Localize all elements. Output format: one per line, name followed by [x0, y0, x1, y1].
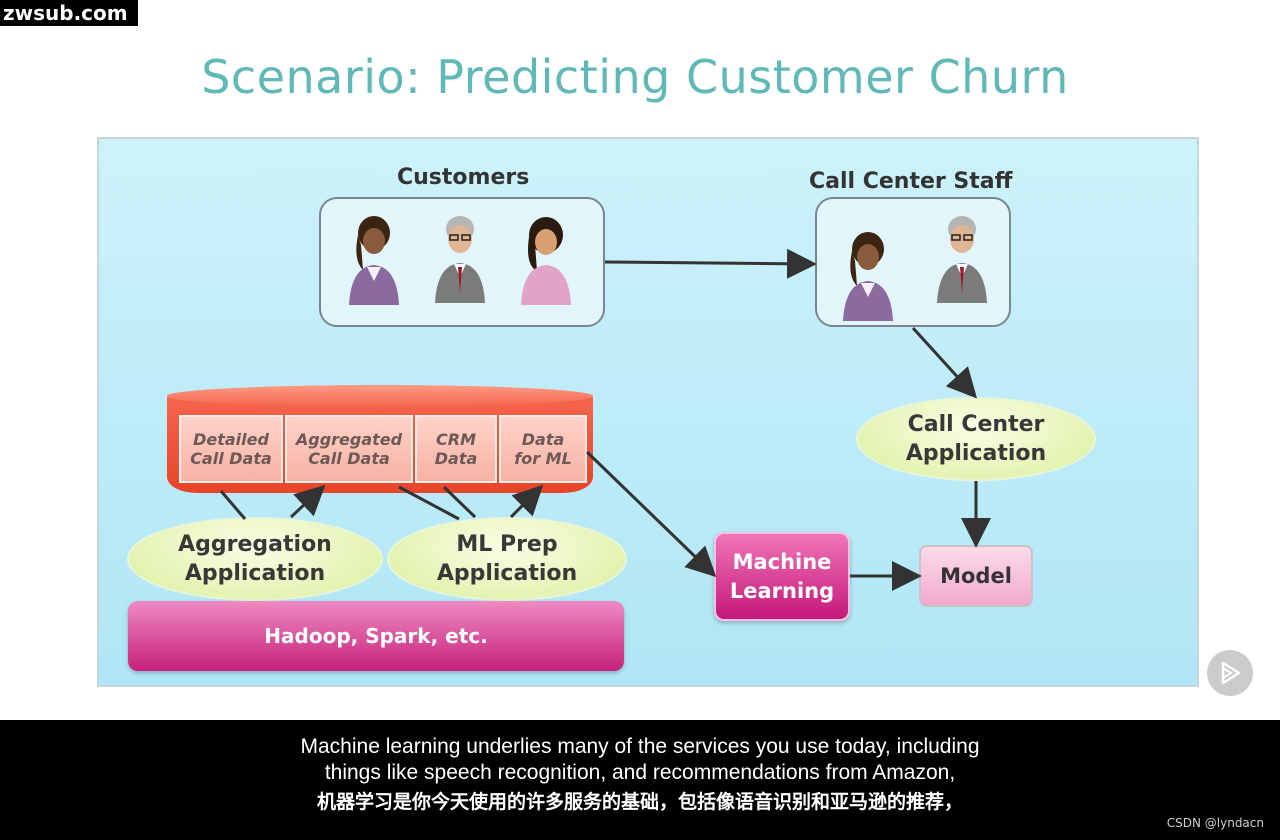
slide-title: Scenario: Predicting Customer Churn	[0, 50, 1270, 104]
flow-arrows	[99, 139, 1201, 689]
arrow-icon	[605, 262, 811, 264]
arrow-icon	[913, 328, 973, 394]
subtitle-line: things like speech recognition, and reco…	[0, 761, 1280, 785]
csdn-credit: CSDN @lyndacn	[1167, 816, 1264, 830]
churn-diagram: Customers Call Center Staff	[97, 137, 1199, 687]
site-watermark: zwsub.com	[0, 0, 138, 26]
subtitle-line: Machine learning underlies many of the s…	[0, 735, 1280, 759]
play-icon	[1217, 660, 1243, 686]
arrow-icon	[587, 452, 712, 573]
play-button[interactable]	[1207, 650, 1253, 696]
arrow-icon	[221, 491, 245, 519]
subtitle-line-chinese: 机器学习是你今天使用的许多服务的基础，包括像语音识别和亚马逊的推荐，	[0, 787, 1280, 814]
arrow-icon	[511, 489, 539, 517]
arrow-icon	[291, 489, 321, 517]
